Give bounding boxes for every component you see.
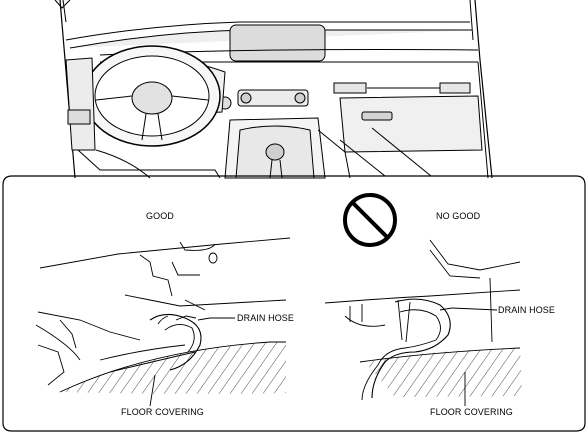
callout-leader [340,128,431,176]
center-display [230,25,325,61]
no-good-floor-covering-label: FLOOR COVERING [430,407,513,417]
glove-box [340,96,482,152]
shift-knob [266,144,284,160]
good-floor-covering-label: FLOOR COVERING [121,407,204,417]
good-heading: GOOD [146,211,174,221]
leader-lines [150,308,497,406]
vent [334,83,366,93]
steering-hub [132,82,172,114]
no-good-panel-drawing [325,240,522,400]
no-good-heading: NO GOOD [436,211,481,221]
dashboard-illustration [55,0,492,178]
detail-frame [3,176,585,431]
climate-panel [238,90,308,106]
glove-box-handle [362,112,392,120]
vent [440,83,470,93]
good-drain-hose-label: DRAIN HOSE [237,313,295,323]
prohibited-icon [345,195,395,245]
good-panel-drawing [36,238,290,394]
no-good-drain-hose-label: DRAIN HOSE [498,305,556,315]
